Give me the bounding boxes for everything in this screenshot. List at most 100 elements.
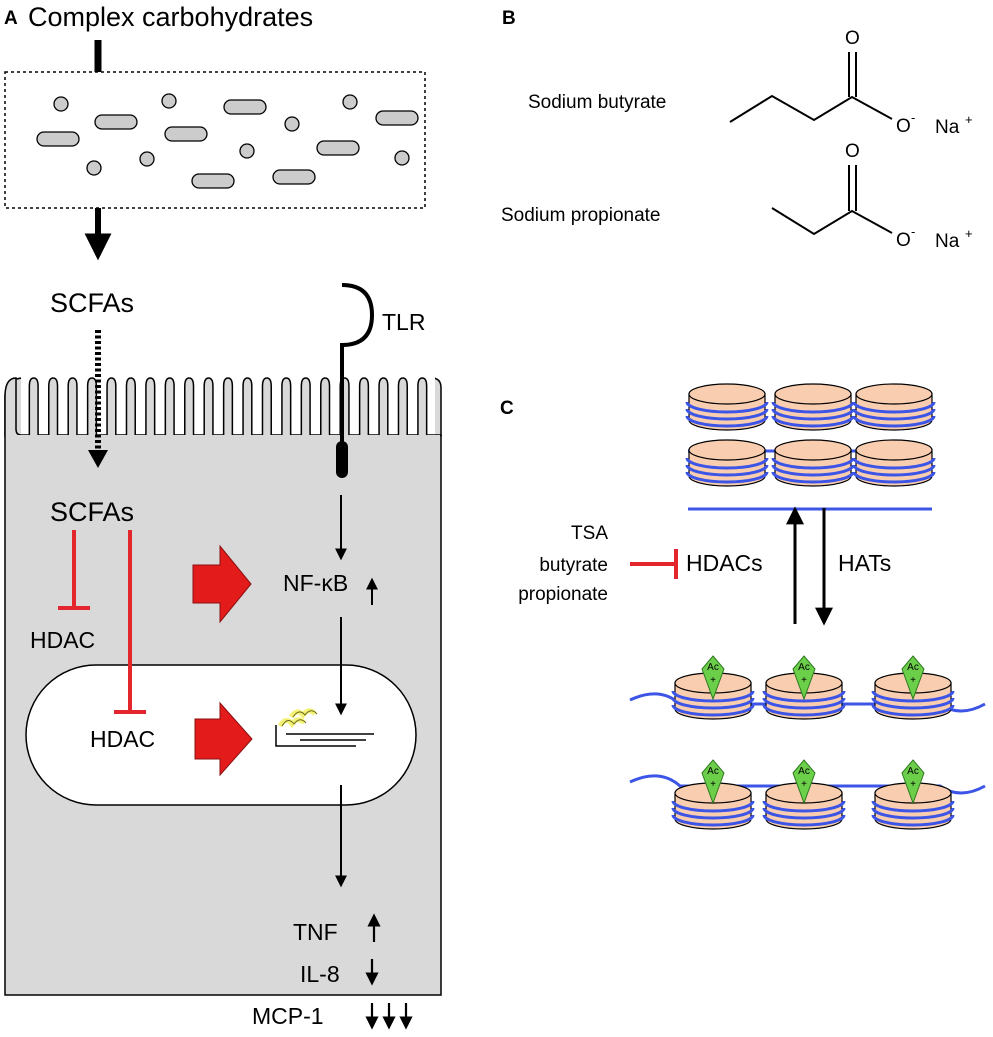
nucleosome xyxy=(771,439,855,487)
nucleosome xyxy=(671,672,755,720)
tlr-label: TLR xyxy=(382,309,425,335)
histone-top xyxy=(774,383,852,405)
acetylation-mark xyxy=(288,708,317,719)
dna-wrap xyxy=(671,704,755,717)
scfas-inside-label: SCFAs xyxy=(50,497,134,527)
bacterium-coccus xyxy=(139,151,155,167)
microvilli-outline xyxy=(4,377,442,437)
acetyl-group: Ac+ xyxy=(901,759,925,805)
acetyl-marker xyxy=(792,655,816,701)
tlr-cytoplasmic-domain xyxy=(336,441,348,478)
dna-wrap xyxy=(762,704,846,717)
open-chromatin: Ac+Ac+Ac+Ac+Ac+Ac+ xyxy=(629,655,986,830)
dna-wrap xyxy=(762,814,846,827)
dna-wrap xyxy=(671,697,755,710)
acetyl-label: Ac xyxy=(907,662,919,673)
bacterium-rod xyxy=(375,110,419,126)
compact-chromatin xyxy=(685,383,936,511)
dna-wrap xyxy=(771,401,855,414)
butyrate-oxide: O xyxy=(896,116,911,137)
dna-wrap xyxy=(685,415,769,428)
bacterium-rod xyxy=(316,140,360,156)
histone-top xyxy=(774,439,852,461)
acetylation-mark-outline xyxy=(292,710,318,718)
dna-strand xyxy=(275,725,356,747)
acetylation-mark-outline xyxy=(281,719,307,727)
microvilli xyxy=(4,376,442,443)
dna-wrap xyxy=(871,697,955,710)
bacterium-rod xyxy=(191,173,235,189)
nucleosome xyxy=(685,383,769,431)
propionate-oxide-charge: - xyxy=(911,224,915,239)
acetyl-charge: + xyxy=(710,675,716,686)
sodium-propionate-label: Sodium propionate xyxy=(501,205,661,226)
dna-wrap xyxy=(771,464,855,477)
nucleosome xyxy=(771,383,855,431)
acetyl-group: Ac + xyxy=(792,655,816,701)
dna-wrap xyxy=(852,415,936,428)
bacterium-coccus xyxy=(161,93,177,109)
bacterium-coccus xyxy=(284,116,300,132)
bacterium-coccus xyxy=(239,143,255,159)
dna-wrap xyxy=(871,690,955,703)
butyrate-oxide-charge: - xyxy=(911,110,915,125)
nucleosome xyxy=(762,782,846,830)
dna-wrap xyxy=(685,471,769,484)
panel-b: B Sodium butyrate O O - Na + Sodium prop… xyxy=(501,8,973,252)
inhibitor-butyrate: butyrate xyxy=(539,555,608,576)
acetyl-label: Ac xyxy=(707,766,719,777)
dna-wrap xyxy=(762,800,846,813)
hdac-nucleus-label: HDAC xyxy=(90,726,155,752)
histone-top xyxy=(855,383,933,405)
panel-label-b: B xyxy=(502,8,516,29)
tlr-receptor xyxy=(340,283,375,445)
acetyl-label: Ac xyxy=(798,766,810,777)
sodium-butyrate-label: Sodium butyrate xyxy=(528,92,666,113)
bacterium-rod xyxy=(223,99,267,115)
cell-apical-fill xyxy=(6,435,440,443)
dna-wrap xyxy=(762,697,846,710)
dna-wrap xyxy=(671,807,755,820)
nucleosome xyxy=(852,383,936,431)
inhibitor-propionate: propionate xyxy=(518,584,608,605)
dna-wrap xyxy=(852,471,936,484)
acetyl-marker xyxy=(901,655,925,701)
hdac-cytoplasm-label: HDAC xyxy=(30,627,95,653)
dna-wrap xyxy=(871,800,955,813)
acetyl-group: Ac+ xyxy=(792,759,816,805)
complex-carbohydrates-label: Complex carbohydrates xyxy=(28,2,313,32)
scfa-entry-arrowhead xyxy=(88,450,108,468)
bacterium-coccus xyxy=(86,160,102,176)
dna-wrap xyxy=(671,814,755,827)
gene-transcription xyxy=(275,708,374,747)
red-activation-arrow-nucleus xyxy=(194,701,253,777)
acetyl-charge: + xyxy=(710,779,716,790)
butyrate-sodium-charge: + xyxy=(965,112,973,127)
butyrate-carbon-chain xyxy=(729,94,893,123)
dna-wrap xyxy=(771,408,855,421)
histone-top xyxy=(688,383,766,405)
dna-wrap xyxy=(871,807,955,820)
dna-wrap xyxy=(685,401,769,414)
bacterium-rod xyxy=(36,131,80,147)
hats-label: HATs xyxy=(838,550,891,576)
propionate-structure xyxy=(771,165,893,236)
acetyl-label: Ac xyxy=(798,662,810,673)
panel-label-c: C xyxy=(500,398,514,419)
dna-wrap xyxy=(671,800,755,813)
nfkb-label: NF-κB xyxy=(283,570,348,596)
nucleosome xyxy=(762,672,846,720)
acetyl-marker xyxy=(792,759,816,805)
bacterium-coccus xyxy=(342,94,358,110)
propionate-carbon-chain xyxy=(771,207,893,236)
nucleosome xyxy=(871,782,955,830)
acetyl-group: Ac + xyxy=(701,759,725,805)
dna-wrap xyxy=(771,471,855,484)
acetyl-charge: + xyxy=(910,675,916,686)
acetyl-charge: + xyxy=(801,675,807,686)
scfas-outside-label: SCFAs xyxy=(50,288,134,318)
acetylation-mark xyxy=(277,717,306,729)
bacterium-rod xyxy=(94,114,138,130)
propionate-carbonyl-oxygen: O xyxy=(845,141,860,162)
red-activation-arrow-cytoplasm xyxy=(192,544,252,624)
